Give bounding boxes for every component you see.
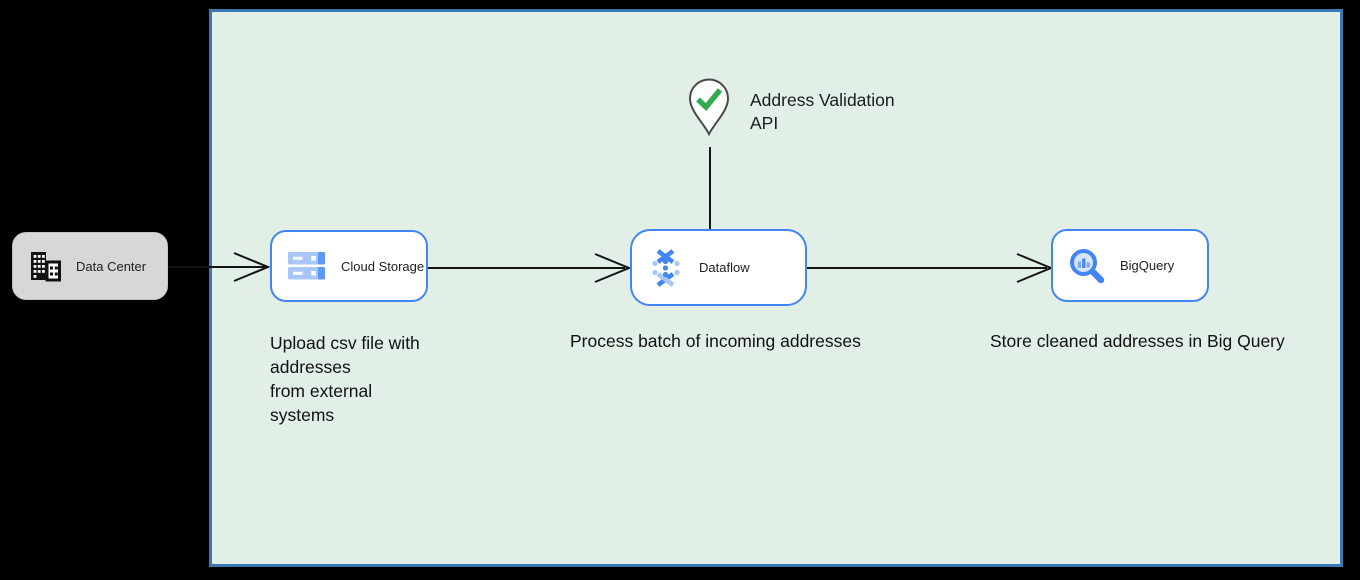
node-label-bigquery: BigQuery xyxy=(1120,258,1175,273)
node-cloud-storage[interactable]: Cloud Storage xyxy=(270,230,428,302)
building-icon xyxy=(28,250,62,282)
map-pin-check-icon xyxy=(686,76,732,138)
caption-process-batch: Process batch of incoming addresses xyxy=(570,331,861,351)
caption-upload-csv: Upload csv file with addresses from exte… xyxy=(270,333,420,425)
node-label-data-center: Data Center xyxy=(76,258,147,274)
node-label-cloud-storage: Cloud Storage xyxy=(341,258,425,274)
node-dataflow[interactable]: Dataflow xyxy=(630,229,807,306)
dataflow-icon xyxy=(647,247,685,289)
node-label-dataflow: Dataflow xyxy=(699,260,750,275)
cloud-storage-icon xyxy=(287,250,327,282)
node-data-center[interactable]: Data Center xyxy=(12,232,168,300)
caption-store-bigquery: Store cleaned addresses in Big Query xyxy=(990,331,1285,351)
node-bigquery[interactable]: BigQuery xyxy=(1051,229,1209,302)
address-validation-label: Address Validation API xyxy=(750,90,895,133)
bigquery-icon xyxy=(1068,247,1106,285)
